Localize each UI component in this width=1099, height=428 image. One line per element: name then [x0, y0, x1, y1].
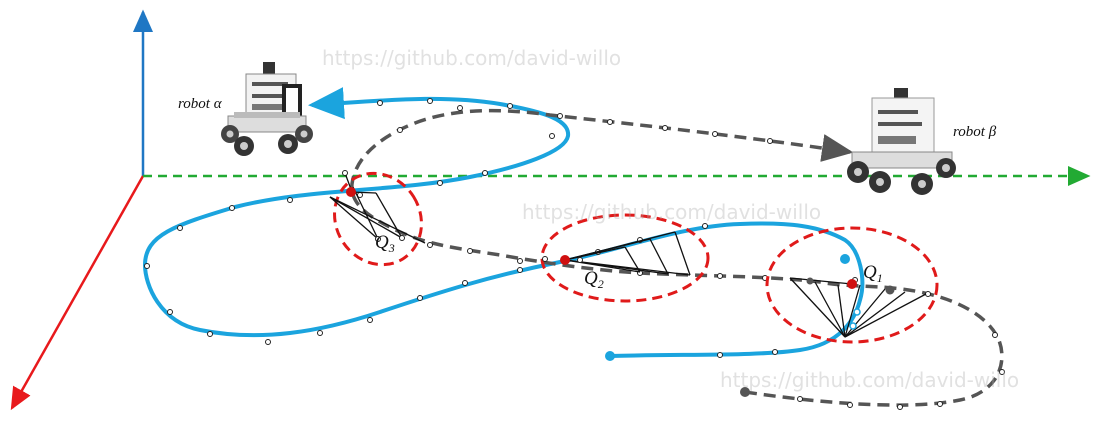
gray-dashed-trajectory — [350, 108, 1004, 407]
robot-beta-greek: β — [988, 124, 997, 140]
watermark-bottom: https://github.com/david-willo — [720, 368, 1020, 392]
q1-region: Q1 — [765, 226, 939, 344]
robot-beta-illustration — [847, 88, 956, 195]
q3-ellipse — [333, 171, 423, 267]
blue-start-point — [605, 351, 615, 361]
robot-beta-label: robot β — [953, 124, 996, 141]
blue-end-point — [840, 254, 850, 264]
gray-start-point — [740, 387, 750, 397]
q1-label: Q1 — [863, 262, 883, 285]
gray-path-samples — [357, 105, 1005, 410]
q3-region: Q3 — [329, 170, 426, 267]
robot-alpha-greek: α — [213, 96, 222, 112]
robot-alpha-illustration — [221, 62, 313, 156]
q2-ellipse — [540, 213, 710, 303]
watermark-middle: https://github.com/david-willo — [522, 200, 822, 224]
q3-label: Q3 — [375, 232, 395, 255]
robot-beta-name: robot — [953, 124, 985, 140]
robot-alpha-name: robot — [178, 96, 210, 112]
blue-trajectory — [142, 87, 865, 358]
robot-alpha-label: robot α — [178, 96, 222, 113]
q2-label: Q2 — [584, 268, 604, 291]
q1-ellipse — [765, 226, 939, 344]
q2-region: Q2 — [540, 213, 710, 303]
blue-path-samples — [144, 98, 860, 358]
diagonal-axis — [10, 175, 145, 411]
watermark-top: https://github.com/david-willo — [322, 46, 622, 70]
